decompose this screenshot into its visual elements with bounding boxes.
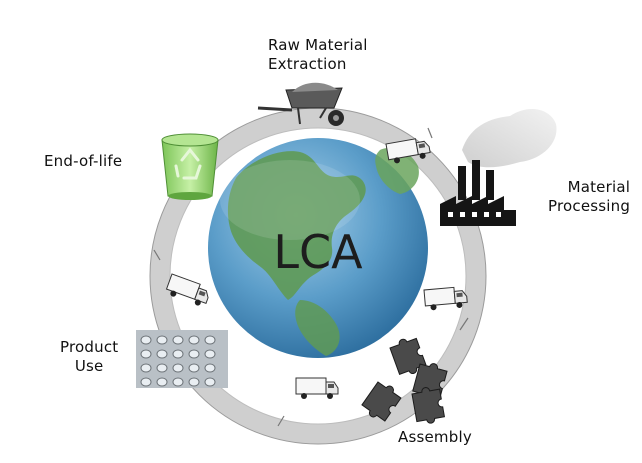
factory-icon — [440, 109, 557, 226]
recycle-bin-icon — [161, 133, 219, 200]
lifecycle-ring — [149, 107, 487, 445]
wheelbarrow-icon — [257, 82, 344, 126]
stage-label-material-processing: Material Processing — [548, 178, 631, 215]
truck-icon — [423, 285, 469, 312]
stage-label-assembly: Assembly — [398, 428, 472, 446]
product-photo-icon — [136, 330, 228, 388]
stage-label-raw-material: Raw Material Extraction — [268, 36, 368, 73]
truck-icon — [295, 377, 339, 400]
stage-label-product-use: Product Use — [60, 338, 119, 375]
ring-arrows — [153, 127, 469, 427]
stage-label-end-of-life: End-of-life — [44, 152, 123, 170]
globe: LCA — [208, 138, 428, 358]
center-label: LCA — [273, 225, 363, 279]
